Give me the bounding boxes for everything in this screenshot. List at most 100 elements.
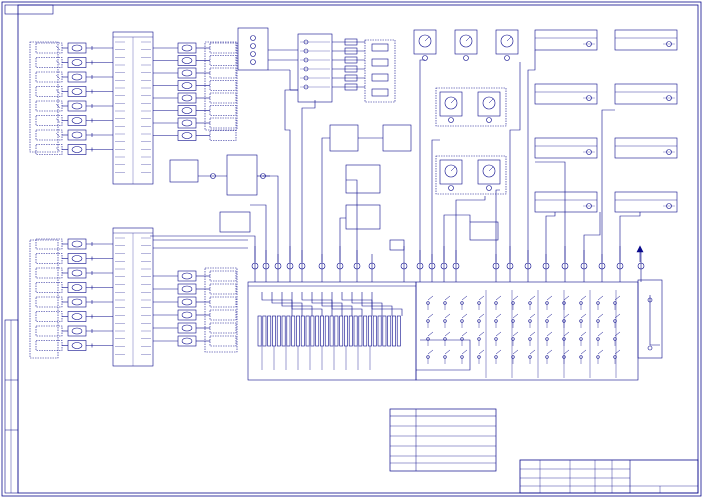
bus-wire: [341, 292, 373, 316]
drop-terminal: [368, 262, 376, 270]
output-relay-5: [177, 105, 197, 116]
terminal-cell: [339, 315, 344, 347]
wire: [450, 98, 456, 104]
relay-coil: [181, 119, 193, 127]
contact-dot: [528, 301, 532, 305]
sensor-box: [209, 335, 237, 347]
drop-terminal: [542, 262, 550, 270]
left-margin-strip: [4, 319, 19, 494]
contact-dot: [426, 301, 430, 305]
relay-contact: [303, 39, 309, 45]
contact-dot: [460, 355, 464, 359]
wire: [580, 331, 587, 337]
contact-dot: [494, 319, 498, 323]
input-relay-b-2: [67, 267, 87, 279]
output-relay-6: [177, 117, 197, 129]
wire: [529, 349, 536, 355]
switch-box: [344, 38, 358, 46]
arrow-up: [636, 245, 644, 253]
dial-face: [444, 96, 458, 110]
sensor-box: [209, 55, 237, 66]
relay-contact: [250, 43, 256, 49]
wire: [546, 295, 553, 301]
wire: [495, 331, 502, 337]
terminal-cell: [272, 315, 276, 347]
wire: [529, 331, 536, 337]
wire: [545, 212, 556, 262]
relay-coil: [71, 342, 83, 349]
input-relay-0: [67, 42, 87, 54]
control-box: [469, 221, 499, 241]
wire: [431, 139, 440, 262]
wire: [527, 50, 536, 262]
relay-coil: [181, 298, 193, 306]
contact-dot: [579, 355, 583, 359]
wire: [614, 331, 621, 337]
relay-coil: [181, 311, 193, 319]
contact-dot: [477, 301, 481, 305]
contact-dot: [494, 337, 498, 341]
terminal-cell: [281, 315, 286, 347]
relay-coil: [71, 117, 83, 124]
relay-contact: [250, 59, 256, 65]
relay-coil: [181, 82, 193, 89]
contact-dot: [579, 319, 583, 323]
dial-face: [482, 96, 496, 110]
dial-face: [444, 164, 458, 178]
bus-wire: [371, 292, 403, 316]
terminal-cell: [382, 315, 387, 347]
wire: [546, 313, 553, 319]
drop-terminal: [336, 262, 344, 270]
output-relay-b-2: [177, 296, 197, 308]
contact-dot: [528, 355, 532, 359]
wire: [495, 313, 502, 319]
terminal-cell: [300, 315, 305, 347]
terminal-cell: [334, 315, 339, 347]
relay-coil: [181, 337, 193, 345]
relay-coil: [181, 69, 193, 77]
wire: [284, 89, 298, 262]
small-box: [389, 239, 405, 251]
relay-coil: [71, 131, 83, 139]
relay-coil: [71, 255, 83, 262]
input-relay-b-0: [67, 238, 87, 250]
output-relay-3: [177, 80, 197, 91]
contact-dot: [596, 319, 600, 323]
terminal-cell: [320, 315, 324, 347]
relay-coil: [181, 324, 193, 332]
terminal-cell: [286, 315, 291, 347]
wire: [427, 313, 434, 319]
terminal-cell: [310, 315, 315, 347]
drop-terminal: [452, 262, 460, 270]
wire: [461, 313, 468, 319]
sensor-box: [209, 80, 237, 91]
sensor-box: [209, 130, 237, 141]
terminal-cell: [267, 315, 272, 347]
wire: [346, 179, 358, 262]
sensor-group: [29, 239, 59, 359]
switch-box: [344, 47, 358, 55]
wire: [546, 349, 553, 355]
drop-terminal: [598, 262, 606, 270]
contact-dot: [647, 297, 653, 303]
control-box: [345, 204, 381, 230]
control-box: [219, 211, 251, 233]
dial-terminal: [486, 185, 492, 191]
contact-dot: [477, 355, 481, 359]
output-relay-7: [177, 130, 197, 141]
input-relay-b-1: [67, 253, 87, 264]
wire: [597, 331, 604, 337]
indicator-panel-1: [534, 29, 598, 51]
indicator-panel-3: [534, 83, 598, 105]
terminal-block: [371, 73, 389, 82]
relay-coil: [181, 272, 193, 280]
contact-dot: [545, 337, 549, 341]
actuator-group: [204, 267, 238, 353]
wire: [495, 189, 500, 262]
contact-dot: [545, 301, 549, 305]
sensor-group: [29, 41, 59, 153]
wire: [529, 313, 536, 319]
terminal-cell: [358, 315, 363, 347]
sensor-box: [209, 283, 237, 295]
control-box: [169, 159, 199, 183]
